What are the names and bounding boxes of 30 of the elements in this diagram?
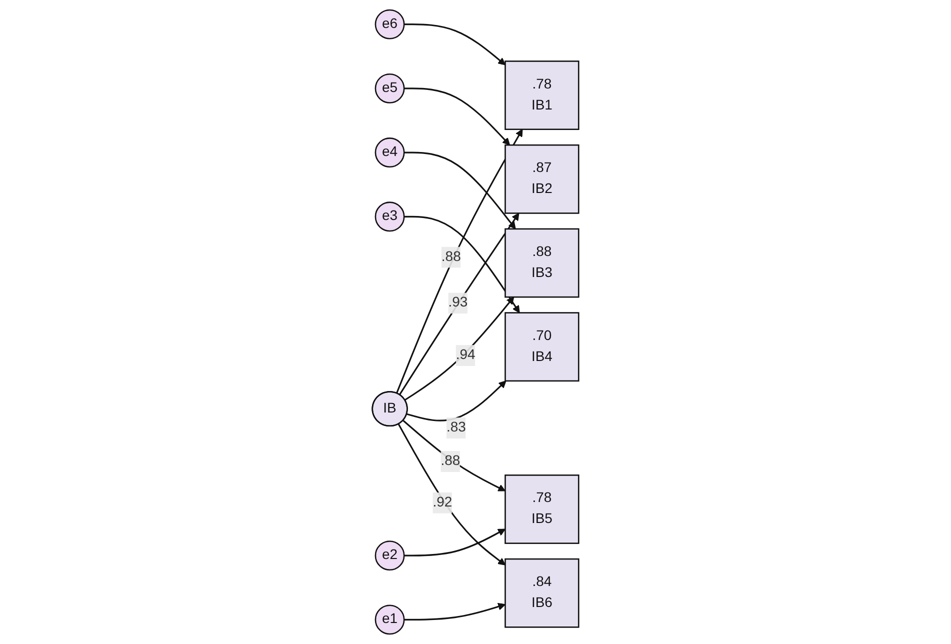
arrow — [402, 420, 506, 492]
node-circle: e5 — [374, 73, 405, 104]
arrow — [396, 129, 523, 394]
node-circle: e2 — [374, 540, 405, 571]
edge-label: .88 — [440, 454, 460, 468]
arrow — [404, 88, 510, 146]
edge-label: .83 — [446, 420, 466, 436]
edge-label: .88 — [441, 249, 461, 264]
arrow — [404, 528, 506, 556]
node-box: .78 IB5 — [504, 474, 580, 544]
node-box: .70 IB4 — [504, 312, 580, 382]
arrow — [404, 602, 506, 620]
node-circle: e4 — [374, 138, 405, 168]
node-box: .88 IB3 — [504, 228, 580, 298]
edge-label: .92 — [432, 495, 452, 510]
node-circle: e6 — [374, 9, 405, 40]
arrow — [398, 424, 506, 566]
arrow — [404, 296, 514, 401]
edge-label: .93 — [448, 295, 468, 310]
arrow — [406, 380, 506, 422]
edge-label: .94 — [456, 348, 476, 363]
node-box: .84 IB6 — [504, 558, 580, 628]
node-box: .87 IB2 — [504, 144, 580, 214]
node-circle: e1 — [374, 604, 405, 635]
node-box: .78 IB1 — [504, 60, 580, 130]
node-circle: e3 — [374, 202, 405, 232]
arrow — [398, 212, 520, 396]
arrow — [404, 216, 520, 314]
arrow — [404, 24, 506, 66]
arrow — [404, 152, 516, 230]
